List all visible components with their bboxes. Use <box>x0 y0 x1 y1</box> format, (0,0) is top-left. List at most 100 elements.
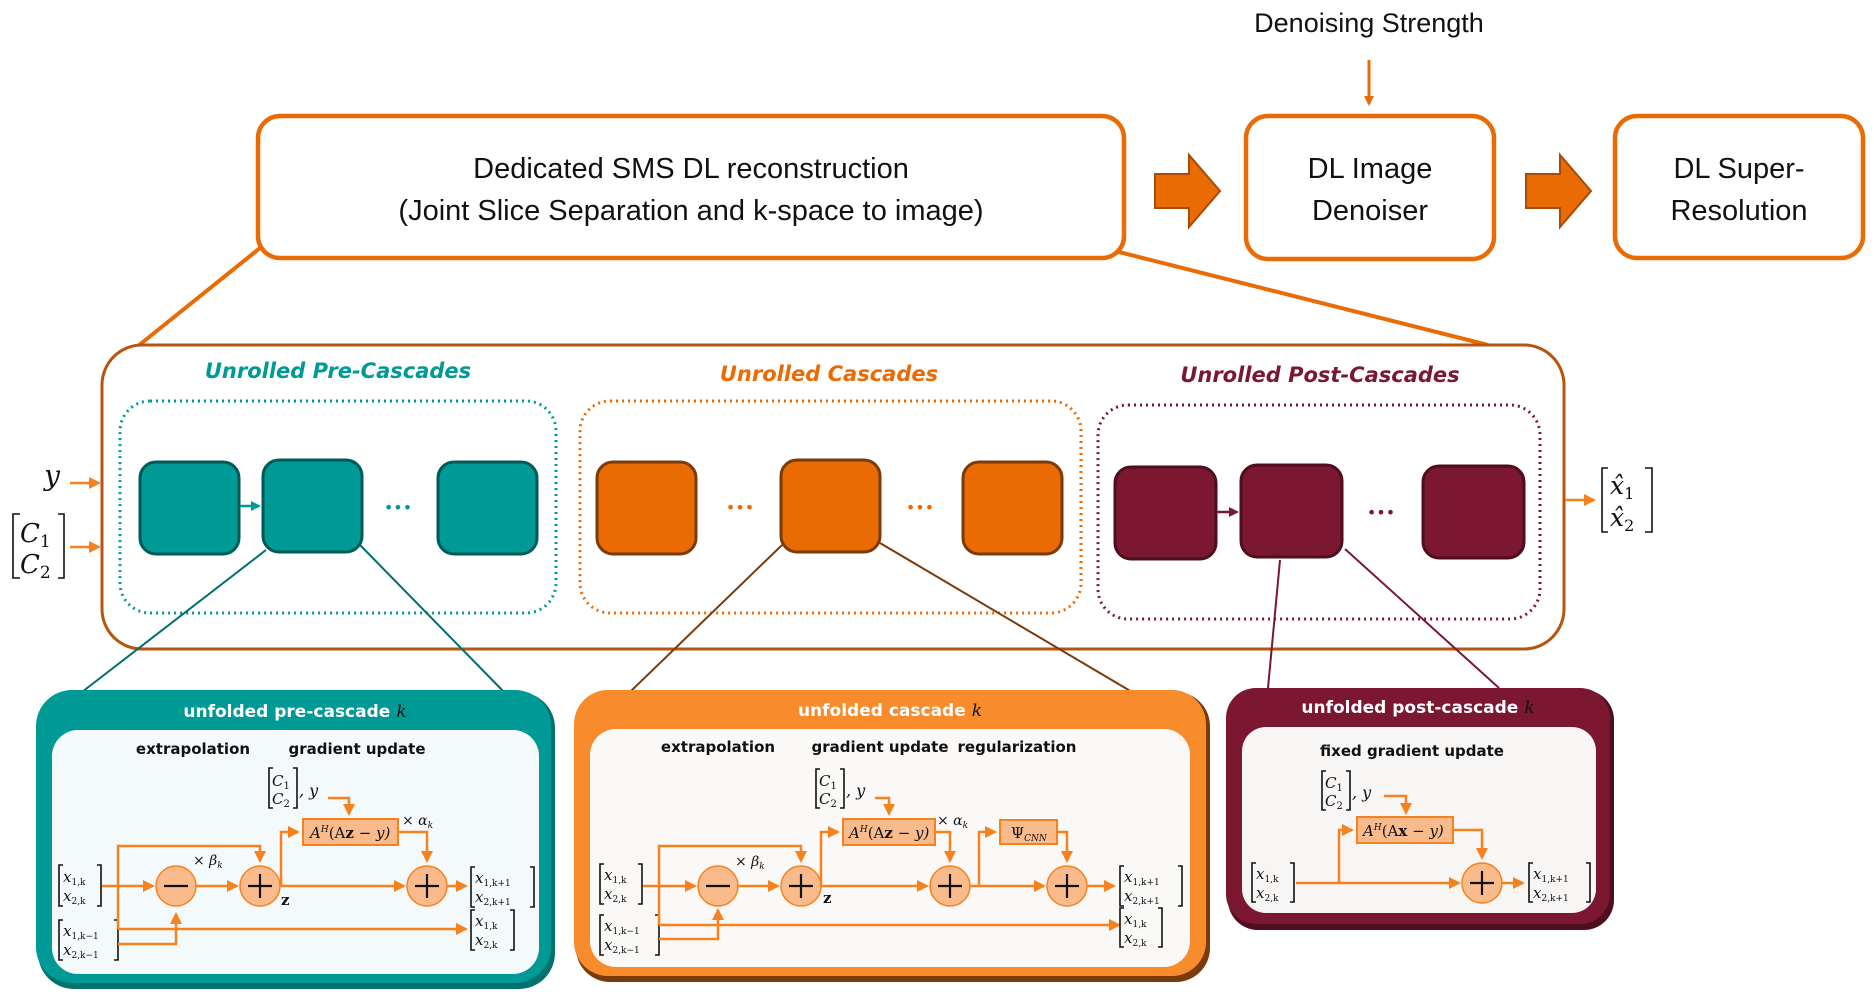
svg-text:C1: C1 <box>20 519 51 552</box>
svg-text:x1,k: x1,k <box>475 912 498 932</box>
group-cascades-title: Unrolled Cascades <box>720 362 938 386</box>
gradient-operator-box <box>842 818 936 846</box>
cascade-zoom-line-left <box>629 544 783 693</box>
post-cascade-block-last[interactable] <box>1421 464 1526 560</box>
svg-text:, y: , y <box>299 781 319 800</box>
block-arrow-2-icon <box>1525 152 1593 230</box>
svg-text:C1: C1 <box>1325 774 1343 794</box>
svg-text:x1,k+1: x1,k+1 <box>1533 865 1569 885</box>
pre-cascade-block-1[interactable] <box>138 460 241 556</box>
vector-x-k-minus-1: x1,k−1 x2,k−1 <box>58 919 119 961</box>
svg-text:, y: , y <box>1352 783 1372 802</box>
group-pre-cascades-frame <box>118 399 558 615</box>
vector-x-k-plus-1: x1,k+1 x2,k+1 <box>1528 862 1591 904</box>
cascade-block-last[interactable] <box>961 460 1064 556</box>
svg-text:x2,k: x2,k <box>1124 929 1147 949</box>
svg-text:C2: C2 <box>819 790 837 810</box>
section-gradient-update: gradient update <box>289 740 426 758</box>
pre-zoom-line-right <box>359 544 505 693</box>
pre-cascade-block-last[interactable] <box>436 460 539 556</box>
post-cascade-block-1[interactable] <box>1113 465 1218 561</box>
z-label: z <box>823 889 832 907</box>
stage-superres-title-line1: DL Super- <box>1673 153 1804 185</box>
input-y: y <box>42 459 61 492</box>
gradient-operator-label: AH(Az − y) <box>847 824 930 842</box>
svg-text:x1,k−1: x1,k−1 <box>63 922 99 942</box>
stage-sms-title-line2: (Joint Slice Separation and k-space to i… <box>398 195 983 227</box>
vector-x-k-out: x1,k x2,k <box>1119 907 1163 949</box>
gradient-operator-label: AH(Ax − y) <box>1361 822 1444 840</box>
cascade-block-1[interactable] <box>595 460 698 556</box>
svg-text:C2: C2 <box>1325 792 1343 812</box>
group-pre-cascades: Unrolled Pre-Cascades ••• <box>118 359 558 615</box>
group-post-cascades: Unrolled Post-Cascades ••• <box>1096 363 1542 621</box>
post-zoom-line-right <box>1344 548 1500 689</box>
svg-text:x̂2: x̂2 <box>1610 503 1634 535</box>
svg-text:x2,k+1: x2,k+1 <box>1533 884 1569 904</box>
section-fixed-gradient-update: fixed gradient update <box>1320 742 1504 760</box>
svg-text:x1,k: x1,k <box>604 866 627 886</box>
pre-cascade-block-2[interactable] <box>261 458 364 554</box>
post-cascade-ellipsis: ••• <box>1367 503 1395 522</box>
svg-text:x1,k: x1,k <box>1124 910 1147 930</box>
stage-denoiser-title-line2: Denoiser <box>1312 195 1428 227</box>
vector-x-k-minus-1: x1,k−1 x2,k−1 <box>599 914 660 956</box>
svg-text:x1,k: x1,k <box>1256 865 1279 885</box>
z-label: z <box>281 891 290 909</box>
vector-x-k-plus-1: x1,k+1 x2,k+1 <box>1119 865 1183 907</box>
svg-text:x̂1: x̂1 <box>1610 471 1634 503</box>
svg-text:x1,k+1: x1,k+1 <box>475 869 511 889</box>
alpha-label: × αk <box>937 813 968 831</box>
cnn-regularizer-label: ΨCNN <box>1011 824 1048 844</box>
input-coils-vector: C1 C2 <box>12 513 65 583</box>
coil-input-vector: C1 C2 , y <box>815 768 866 810</box>
section-gradient-update: gradient update <box>812 738 949 756</box>
vector-x-k-plus-1: x1,k+1 x2,k+1 <box>470 866 535 908</box>
group-cascades: Unrolled Cascades ••• ••• <box>578 362 1083 615</box>
stage-super-resolution: DL Super- Resolution <box>1612 113 1866 261</box>
svg-text:C1: C1 <box>272 772 290 792</box>
svg-text:x2,k: x2,k <box>475 931 498 951</box>
svg-text:x2,k+1: x2,k+1 <box>1124 887 1160 907</box>
section-extrapolation: extrapolation <box>136 740 250 758</box>
svg-text:x2,k−1: x2,k−1 <box>604 936 640 956</box>
cascade-ellipsis-1: ••• <box>726 498 754 517</box>
vector-x-k: x1,k x2,k <box>58 864 102 907</box>
section-regularization: regularization <box>958 738 1077 756</box>
zoom-line-right <box>1118 250 1489 347</box>
stage-sms-reconstruction: Dedicated SMS DL reconstruction (Joint S… <box>255 113 1127 261</box>
denoising-strength-label: Denoising Strength <box>1254 8 1484 38</box>
svg-text:C2: C2 <box>20 550 51 583</box>
beta-label: × βk <box>193 853 223 871</box>
alpha-label: × αk <box>402 813 433 831</box>
output-vector: x̂1 x̂2 <box>1601 467 1653 535</box>
svg-text:x2,k: x2,k <box>604 885 627 905</box>
stage-superres-title-line2: Resolution <box>1670 195 1807 227</box>
cascade-block-k[interactable] <box>779 458 882 554</box>
group-cascades-frame <box>578 399 1083 615</box>
svg-text:x2,k−1: x2,k−1 <box>63 941 99 961</box>
post-cascade-block-2[interactable] <box>1239 463 1344 559</box>
coil-input-vector: C1 C2 , y <box>268 767 319 810</box>
zoom-line-left <box>136 246 262 348</box>
gradient-operator-box <box>302 818 399 846</box>
beta-label: × βk <box>735 854 765 872</box>
unrolled-network: y C1 C2 x̂1 x̂2 Unrolled Pre-Cascades ••… <box>12 343 1653 693</box>
svg-text:x2,k: x2,k <box>1256 884 1279 904</box>
group-pre-cascades-title: Unrolled Pre-Cascades <box>205 359 471 383</box>
svg-text:, y: , y <box>846 781 866 800</box>
vector-x-k: x1,k x2,k <box>599 863 643 905</box>
svg-text:x2,k+1: x2,k+1 <box>475 888 511 908</box>
svg-text:x1,k: x1,k <box>63 868 86 888</box>
svg-text:C2: C2 <box>272 790 290 810</box>
pipeline: Denoising Strength Dedicated SMS DL reco… <box>136 8 1866 348</box>
svg-text:C1: C1 <box>819 772 837 792</box>
pre-cascade-ellipsis: ••• <box>384 498 412 517</box>
